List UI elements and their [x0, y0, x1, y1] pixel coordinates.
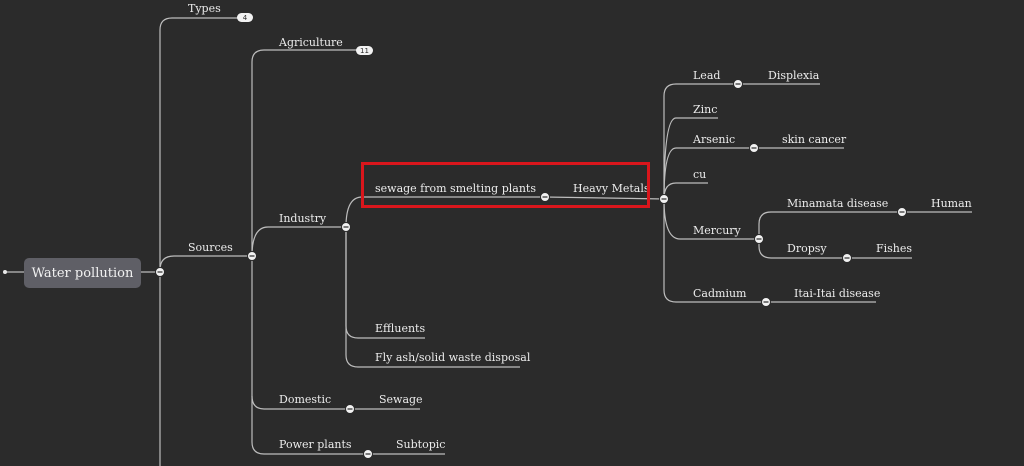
- metals-to-cadmium: [663, 199, 766, 303]
- topic-zinc[interactable]: Zinc: [693, 103, 718, 116]
- svg-text:4: 4: [243, 14, 248, 22]
- collapse-icon-heavy-metals[interactable]: [659, 194, 669, 204]
- topic-lead[interactable]: Lead: [693, 69, 721, 82]
- metals-to-zinc: [663, 117, 718, 200]
- root-handle-dot: [3, 270, 7, 274]
- sources-to-agriculture: [251, 49, 365, 256]
- root-topic-water-pollution[interactable]: Water pollution: [24, 258, 141, 288]
- topic-skin-cancer[interactable]: skin cancer: [782, 133, 847, 146]
- topic-itai-itai-disease[interactable]: Itai-Itai disease: [794, 287, 881, 300]
- trunk-to-sources: [159, 255, 252, 271]
- topic-types[interactable]: Types: [188, 2, 221, 15]
- topic-displexia[interactable]: Displexia: [768, 69, 820, 82]
- collapse-icon-power-plants[interactable]: [363, 449, 373, 459]
- topic-dropsy[interactable]: Dropsy: [787, 242, 827, 255]
- mercury-to-dropsy: [758, 239, 847, 259]
- topic-minamata-disease[interactable]: Minamata disease: [787, 197, 889, 210]
- topic-sources[interactable]: Sources: [188, 241, 233, 254]
- topic-fishes[interactable]: Fishes: [876, 242, 913, 255]
- industry-to-smelting: [345, 196, 545, 228]
- collapse-icon-lead[interactable]: [733, 79, 743, 89]
- collapse-icon-minamata[interactable]: [897, 207, 907, 217]
- collapse-icon-domestic[interactable]: [345, 404, 355, 414]
- mercury-to-minamata: [758, 211, 902, 239]
- collapse-icon-root[interactable]: [155, 267, 165, 277]
- collapse-icon-cadmium[interactable]: [761, 297, 771, 307]
- sources-to-industry: [251, 226, 346, 257]
- industry-to-flyash: [345, 227, 520, 368]
- topic-arsenic[interactable]: Arsenic: [693, 133, 736, 146]
- topic-domestic[interactable]: Domestic: [279, 393, 332, 406]
- topic-cu[interactable]: cu: [693, 168, 707, 181]
- agriculture-count-badge[interactable]: 11: [356, 46, 373, 55]
- sources-to-power: [251, 256, 368, 455]
- topic-power-plants[interactable]: Power plants: [279, 438, 352, 451]
- collapse-icon-mercury[interactable]: [754, 234, 764, 244]
- types-count-badge[interactable]: 4: [237, 13, 253, 22]
- topic-sewage[interactable]: Sewage: [379, 393, 423, 406]
- topic-agriculture[interactable]: Agriculture: [279, 36, 343, 49]
- sources-to-domestic: [251, 395, 350, 410]
- collapse-icon-industry[interactable]: [341, 222, 351, 232]
- topic-fly-ash[interactable]: Fly ash/solid waste disposal: [375, 351, 531, 364]
- topic-mercury[interactable]: Mercury: [693, 224, 741, 237]
- trunk-to-types: [159, 17, 250, 466]
- collapse-icon-arsenic[interactable]: [749, 143, 759, 153]
- topic-human[interactable]: Human: [931, 197, 972, 210]
- smelting-to-metals: [544, 196, 665, 200]
- root-topic-label: Water pollution: [31, 265, 134, 281]
- metals-to-lead: [663, 83, 738, 199]
- metals-to-arsenic: [663, 147, 754, 200]
- metals-to-cu: [663, 182, 708, 200]
- topic-heavy-metals[interactable]: Heavy Metals: [573, 182, 650, 195]
- svg-text:11: 11: [360, 47, 369, 55]
- topic-industry[interactable]: Industry: [279, 212, 327, 225]
- topic-subtopic[interactable]: Subtopic: [396, 438, 446, 451]
- collapse-icon-dropsy[interactable]: [842, 253, 852, 263]
- topic-effluents[interactable]: Effluents: [375, 322, 426, 335]
- collapse-icon-smelting[interactable]: [540, 192, 550, 202]
- collapse-icon-sources[interactable]: [247, 251, 257, 261]
- topic-cadmium[interactable]: Cadmium: [693, 287, 747, 300]
- topic-sewage-from-smelting-plants[interactable]: sewage from smelting plants: [375, 182, 536, 195]
